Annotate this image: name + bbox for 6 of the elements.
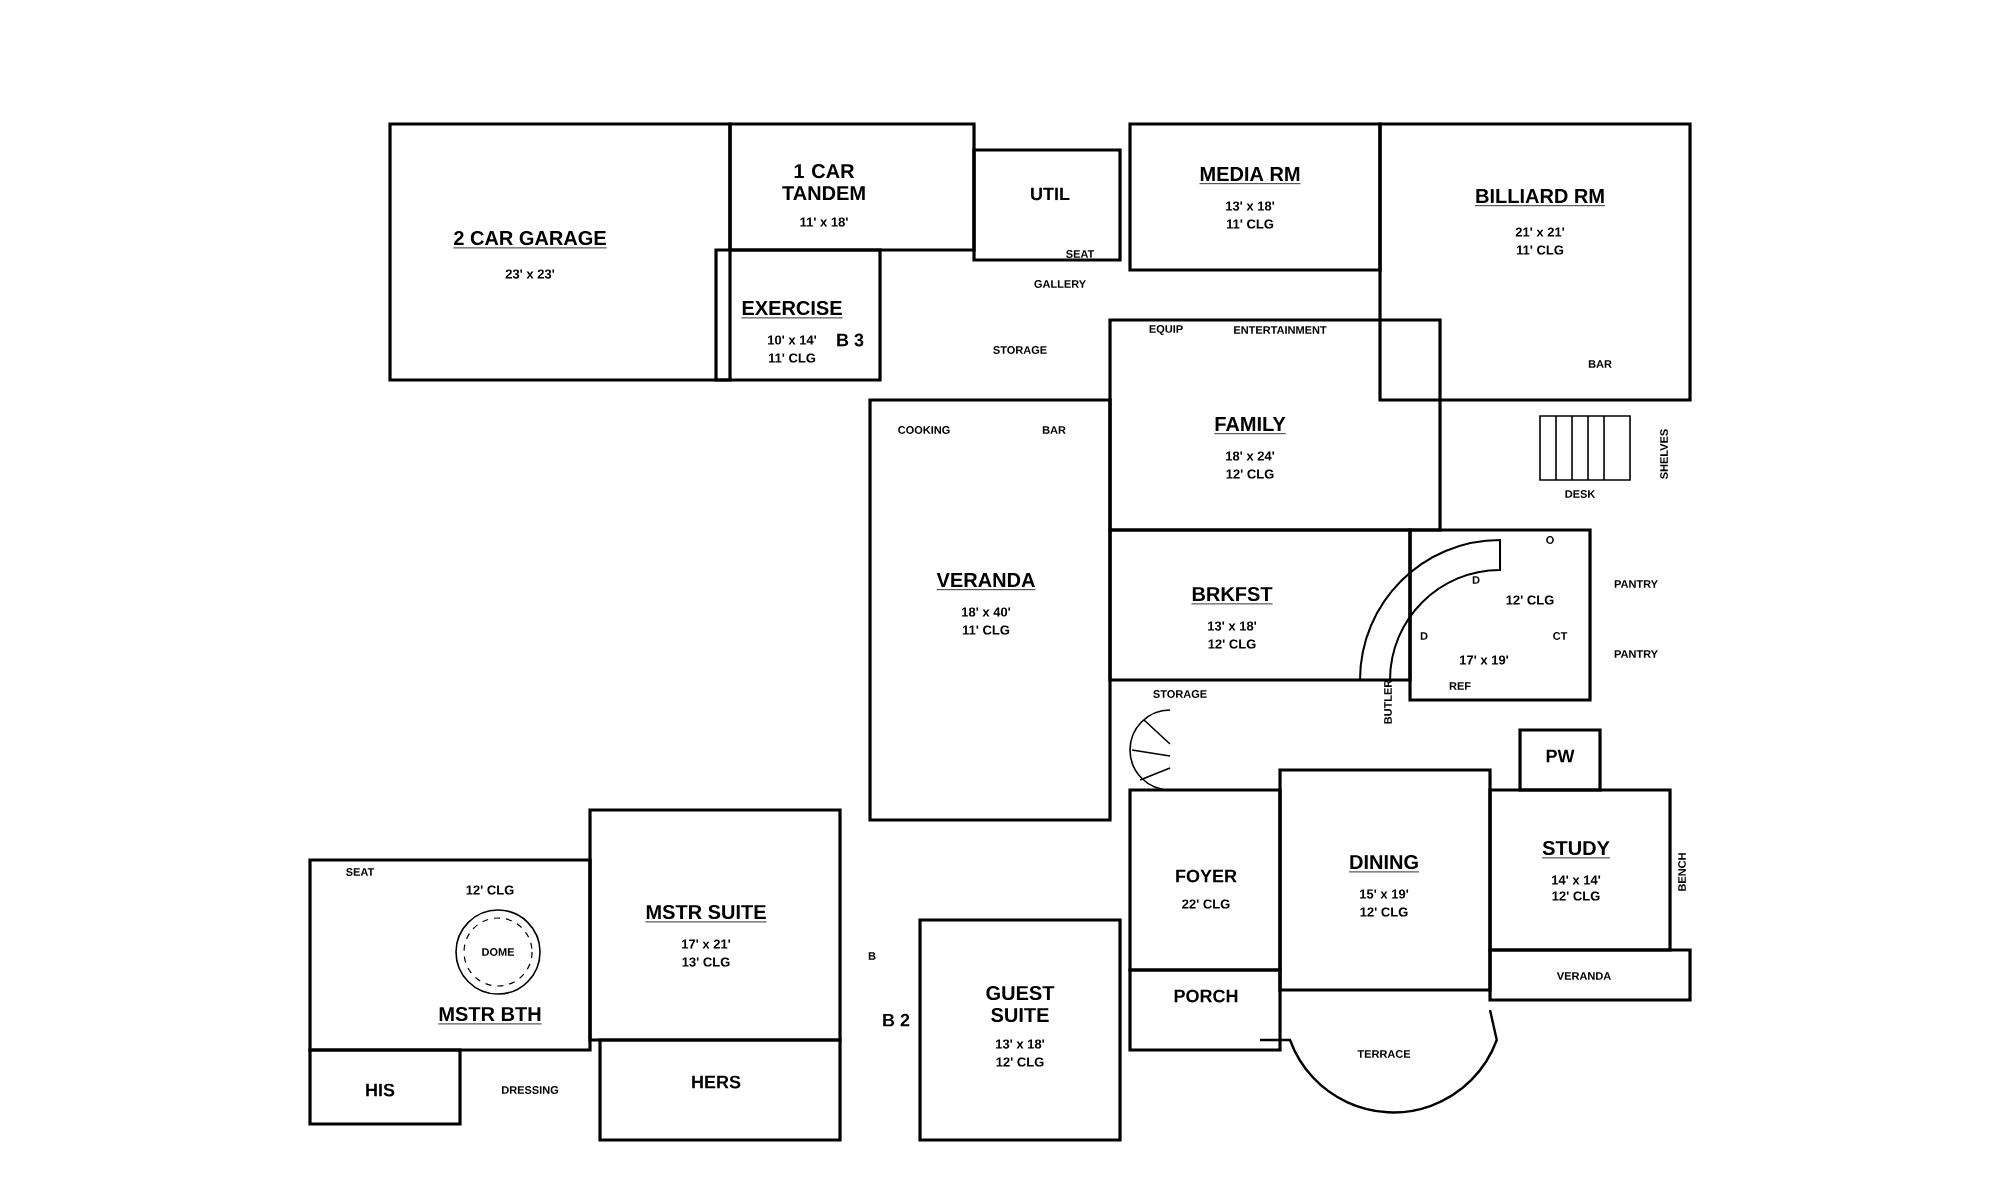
room: PW xyxy=(1518,728,1602,792)
room: HERS xyxy=(598,1038,842,1142)
room-label: B 3 xyxy=(837,333,864,347)
room: HIS xyxy=(308,1048,462,1126)
room: PORCH xyxy=(1128,968,1282,1052)
room-label: B 2 xyxy=(883,1013,910,1027)
